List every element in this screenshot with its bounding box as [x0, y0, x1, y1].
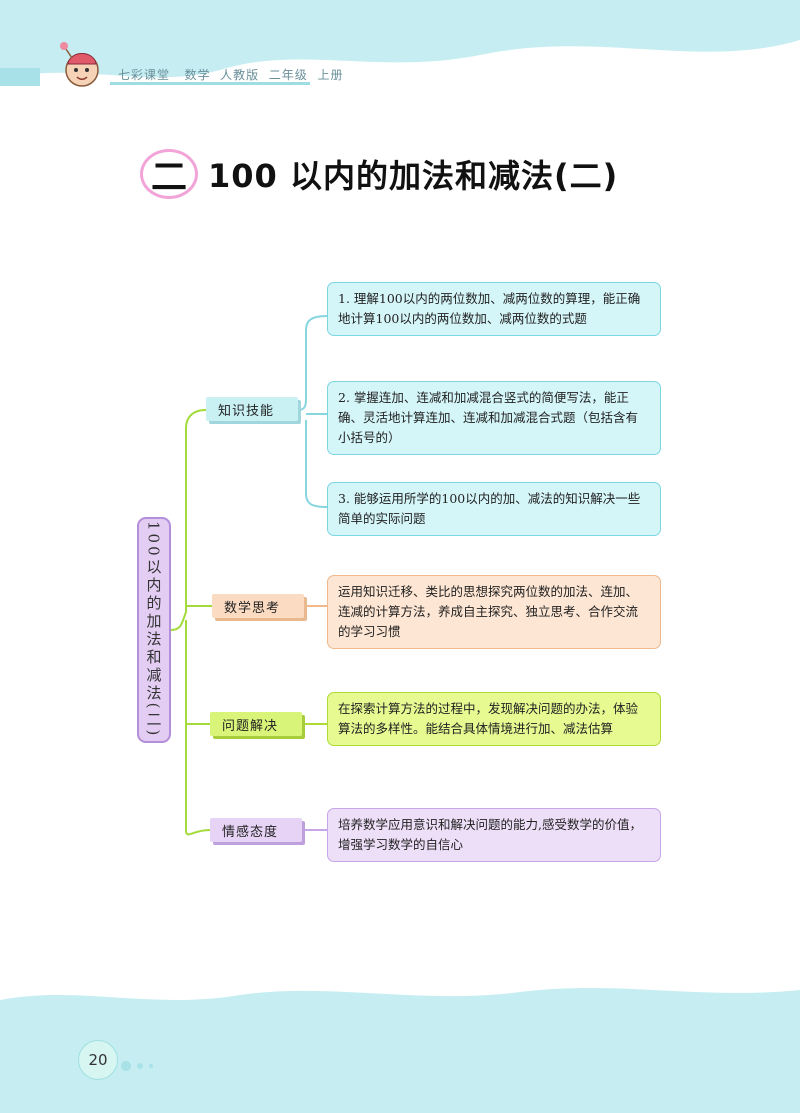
leaf-knowledge-2: 2. 掌握连加、连减和加减混合竖式的简便写法，能正确、灵活地计算连加、连减和加减…	[327, 381, 661, 455]
branch-emotion-attitude: 情感态度	[210, 818, 302, 842]
unit-number-badge: 二	[140, 149, 198, 199]
branch-problem-solving: 问题解决	[210, 712, 302, 736]
header-series-info: 七彩课堂 数学 人教版 二年级 上册	[118, 68, 344, 82]
mindmap-root-label: 100以内的加法和减法(二)	[144, 521, 163, 739]
mindmap-root: 100以内的加法和减法(二)	[137, 517, 171, 743]
branch-math-thinking: 数学思考	[212, 594, 304, 618]
leaf-problem-solving: 在探索计算方法的过程中，发现解决问题的办法，体验算法的多样性。能结合具体情境进行…	[327, 692, 661, 746]
leaf-math-thinking: 运用知识迁移、类比的思想探究两位数的加法、连加、连减的计算方法，养成自主探究、独…	[327, 575, 661, 649]
unit-title: 二 100 以内的加法和减法(二)	[140, 148, 618, 200]
page-number: 20	[78, 1040, 118, 1080]
leaf-emotion-attitude: 培养数学应用意识和解决问题的能力,感受数学的价值，增强学习数学的自信心	[327, 808, 661, 862]
leaf-knowledge-1: 1. 理解100以内的两位数加、减两位数的算理，能正确地计算100以内的两位数加…	[327, 282, 661, 336]
leaf-knowledge-3: 3. 能够运用所学的100以内的加、减法的知识解决一些简单的实际问题	[327, 482, 661, 536]
branch-knowledge-skills: 知识技能	[206, 397, 298, 421]
unit-title-text: 100 以内的加法和减法(二)	[208, 157, 619, 195]
mascot-logo	[60, 42, 99, 87]
